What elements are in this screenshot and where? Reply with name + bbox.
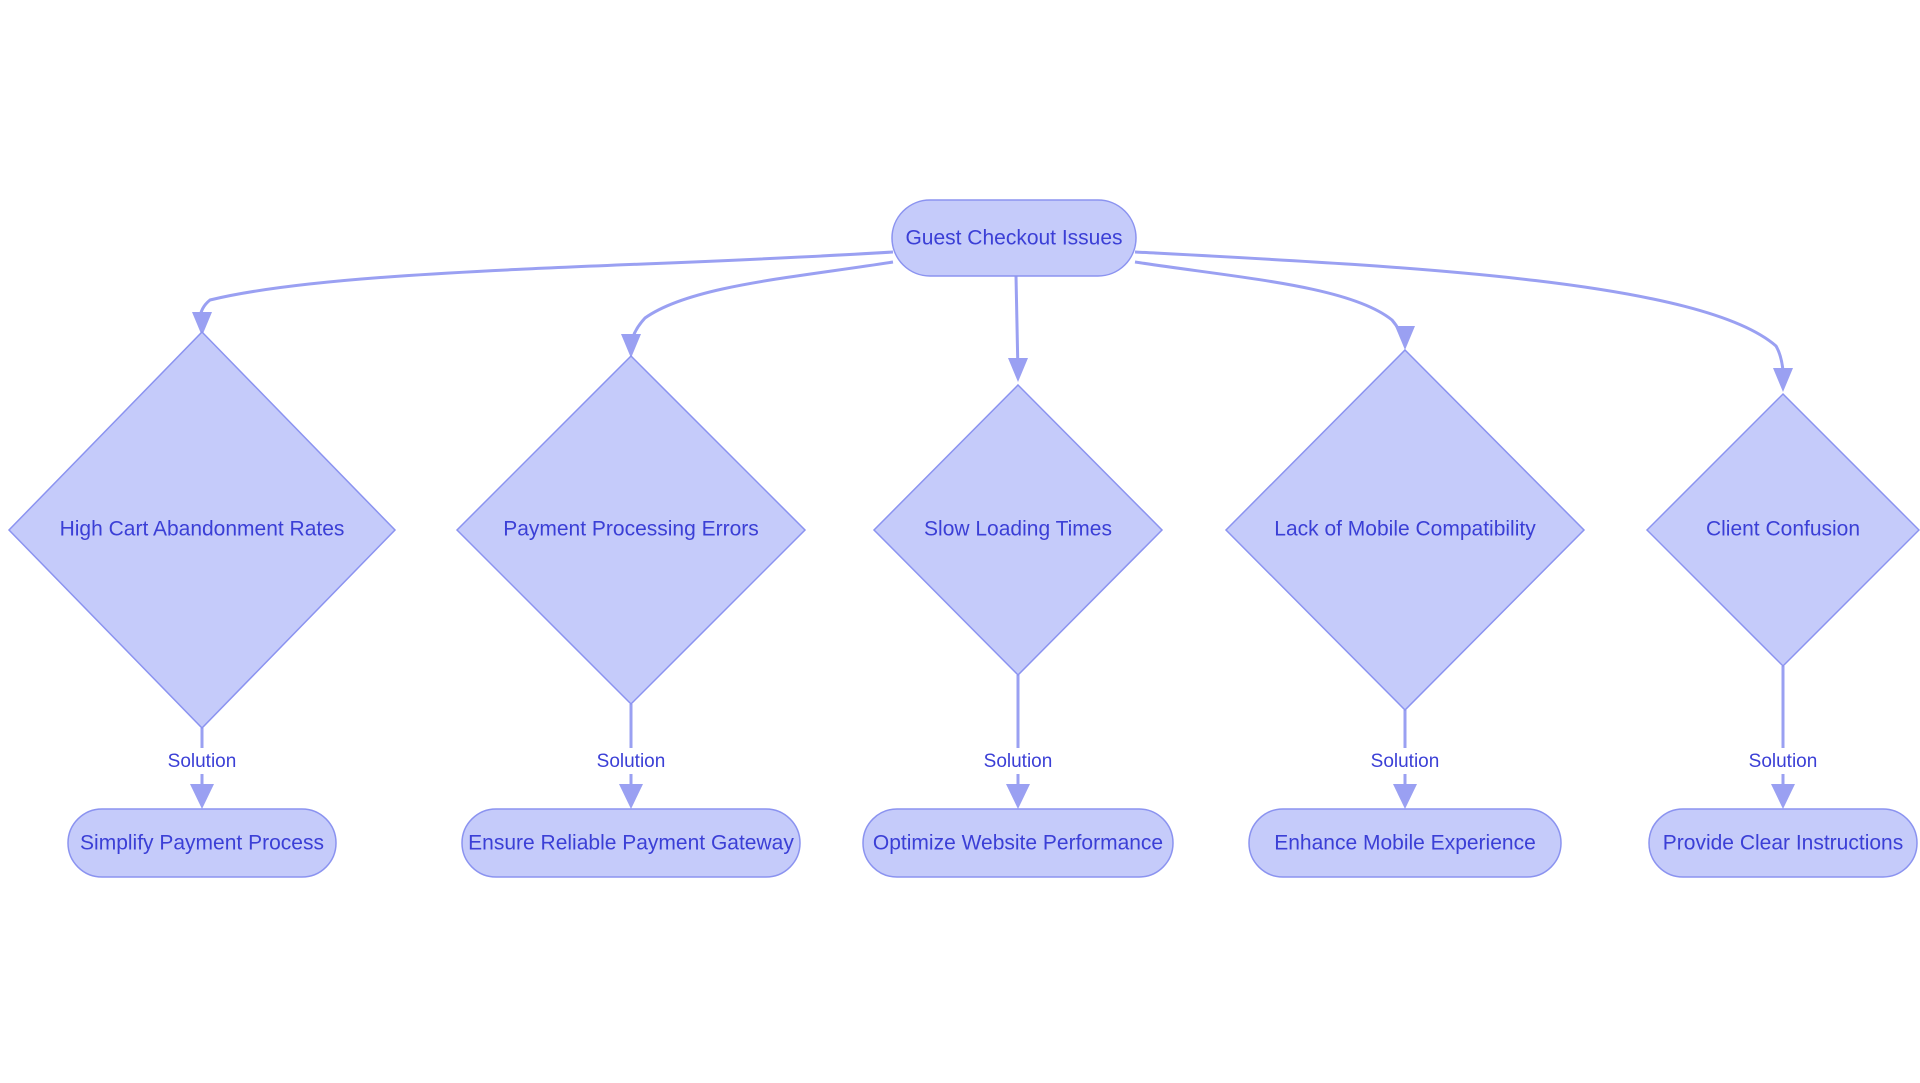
edge-problem-5-to-solution-5: Solution <box>1741 666 1825 809</box>
edge-problem-2-to-solution-2: Solution <box>589 704 673 809</box>
node-problem-2-shape[interactable] <box>455 354 807 706</box>
edge-label-solution-3: Solution <box>984 751 1053 772</box>
edge-problem-3-to-solution-3: Solution <box>976 675 1060 809</box>
arrowhead <box>621 334 641 358</box>
node-solution-4[interactable]: Enhance Mobile Experience <box>1248 808 1562 878</box>
edge-label-solution-4: Solution <box>1371 751 1440 772</box>
arrowhead <box>619 784 643 809</box>
arrowhead <box>1008 358 1028 382</box>
arrowhead <box>1771 784 1795 809</box>
node-problem-4[interactable]: Lack of Mobile Compatibility <box>1224 348 1586 712</box>
node-problem-1[interactable]: High Cart Abandonment Rates <box>7 330 397 730</box>
edge-label-solution-5: Solution <box>1749 751 1818 772</box>
node-problem-4-shape[interactable] <box>1224 348 1586 712</box>
edge-root-to-problem-1 <box>192 250 894 336</box>
node-problem-5-label: Client Confusion <box>1706 518 1860 541</box>
node-problem-5-shape[interactable] <box>1645 392 1920 668</box>
node-problem-3-label: Slow Loading Times <box>924 518 1112 541</box>
edge-root-to-problem-5 <box>1134 250 1793 392</box>
edge-root-to-problem-2 <box>621 260 894 358</box>
node-root-shape[interactable] <box>891 199 1137 277</box>
node-problem-4-label: Lack of Mobile Compatibility <box>1274 518 1536 541</box>
node-solution-5[interactable]: Provide Clear Instructions <box>1648 808 1918 878</box>
node-solution-5-shape[interactable] <box>1648 808 1918 878</box>
edge-problem-1-to-solution-1: Solution <box>160 728 244 809</box>
node-solution-4-label: Enhance Mobile Experience <box>1274 832 1536 855</box>
arrowhead <box>190 784 214 809</box>
node-solution-5-label: Provide Clear Instructions <box>1663 832 1903 855</box>
edge-root-to-problem-3 <box>1008 275 1028 382</box>
node-root[interactable]: Guest Checkout Issues <box>891 199 1137 277</box>
edge-label-solution-2: Solution <box>597 751 666 772</box>
node-solution-2-label: Ensure Reliable Payment Gateway <box>468 832 794 855</box>
edge-root-to-problem-4 <box>1134 260 1415 350</box>
node-solution-4-shape[interactable] <box>1248 808 1562 878</box>
node-problem-1-shape[interactable] <box>7 330 397 730</box>
edge-label-solution-1: Solution <box>168 751 237 772</box>
node-solution-1-shape[interactable] <box>67 808 337 878</box>
arrowhead <box>1773 368 1793 392</box>
edge-problem-4-to-solution-4: Solution <box>1363 710 1447 809</box>
node-problem-3-shape[interactable] <box>872 383 1164 677</box>
node-solution-3-shape[interactable] <box>862 808 1174 878</box>
arrowhead <box>1006 784 1030 809</box>
node-solution-3-label: Optimize Website Performance <box>873 832 1163 855</box>
node-problem-2[interactable]: Payment Processing Errors <box>455 354 807 706</box>
node-problem-5[interactable]: Client Confusion <box>1645 392 1920 668</box>
node-problem-2-label: Payment Processing Errors <box>503 518 759 541</box>
node-solution-3[interactable]: Optimize Website Performance <box>862 808 1174 878</box>
node-solution-1-label: Simplify Payment Process <box>80 832 324 855</box>
node-problem-3[interactable]: Slow Loading Times <box>872 383 1164 677</box>
arrowhead <box>1393 784 1417 809</box>
node-problem-1-label: High Cart Abandonment Rates <box>60 518 345 541</box>
arrowhead <box>1395 326 1415 350</box>
node-root-label: Guest Checkout Issues <box>905 227 1122 250</box>
node-solution-2[interactable]: Ensure Reliable Payment Gateway <box>461 808 801 878</box>
node-solution-1[interactable]: Simplify Payment Process <box>67 808 337 878</box>
arrowhead <box>192 312 212 336</box>
node-solution-2-shape[interactable] <box>461 808 801 878</box>
